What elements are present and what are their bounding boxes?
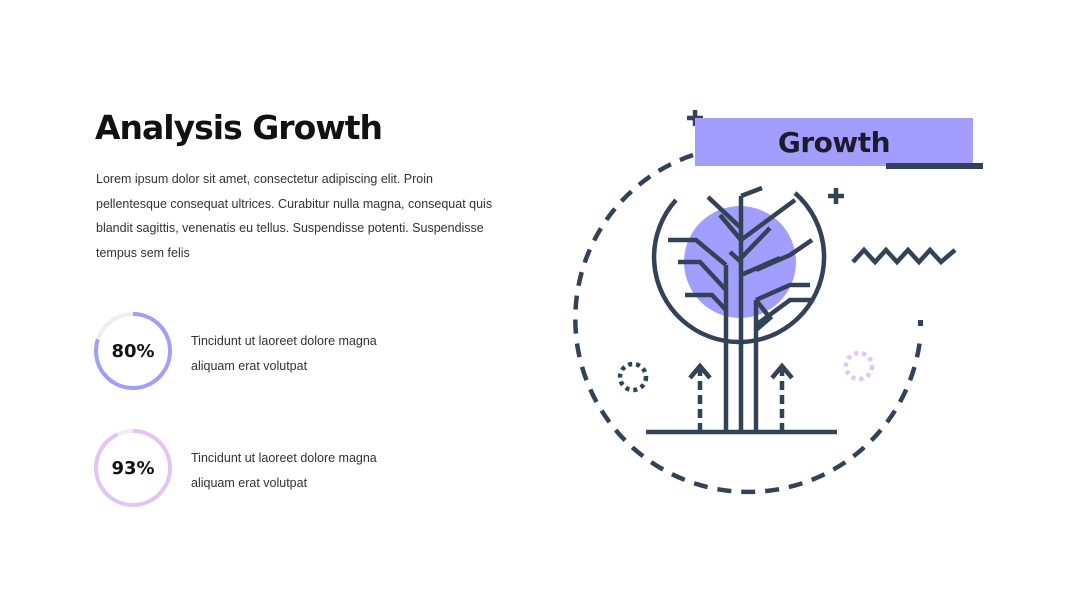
- stat-description: Tincidunt ut laoreet dolore magna aliqua…: [191, 334, 377, 373]
- progress-ring: [94, 429, 172, 507]
- stat-item: 80% Tincidunt ut laoreet dolore magna al…: [92, 310, 422, 392]
- banner-label: Growth: [777, 125, 891, 159]
- growth-illustration: [573, 110, 957, 495]
- progress-ring: [94, 312, 172, 390]
- banner-underline: [886, 163, 983, 169]
- zigzag-icon: [851, 246, 957, 266]
- slide-title: Analysis Growth: [95, 108, 383, 147]
- percent-label: 93%: [111, 457, 155, 479]
- dot: [918, 320, 923, 326]
- percent-label: 80%: [111, 340, 155, 362]
- arrow-up-icon: [688, 362, 794, 432]
- dotted-circle-icon: [617, 361, 649, 393]
- stat-item: 93% Tincidunt ut laoreet dolore magna al…: [92, 427, 422, 509]
- stat-description: Tincidunt ut laoreet dolore magna aliqua…: [191, 451, 377, 490]
- intro-paragraph: Lorem ipsum dolor sit amet, consectetur …: [96, 172, 493, 260]
- tree-crown-outline: [651, 191, 827, 345]
- growth-banner: Growth: [695, 118, 973, 166]
- dotted-circle-icon: [843, 350, 875, 382]
- dashed-circle: [573, 152, 923, 495]
